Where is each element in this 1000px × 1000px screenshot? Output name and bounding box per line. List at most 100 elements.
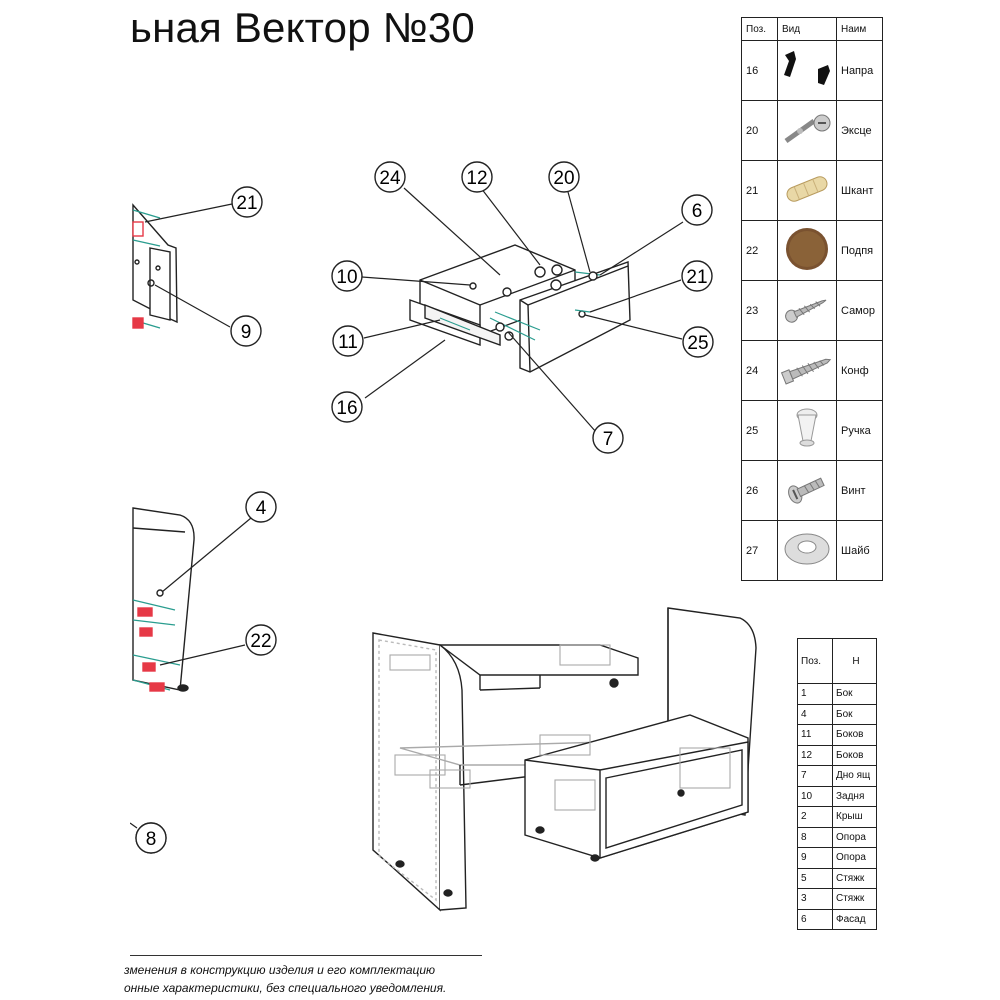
row-name: Эксце	[836, 100, 883, 161]
callout-10: 10	[331, 260, 363, 292]
table-row: 24 Конф	[741, 340, 883, 401]
callout-8-edge: 8	[135, 822, 167, 854]
assembled-table	[372, 607, 757, 912]
row-pos: 6	[797, 908, 833, 930]
confirmat-screw-icon	[777, 340, 837, 401]
svg-text:21: 21	[236, 193, 257, 214]
svg-text:12: 12	[466, 168, 487, 189]
row-name: Ручка	[836, 400, 883, 461]
callout-24: 24	[374, 161, 406, 193]
callout-16: 16	[331, 391, 363, 423]
row-name: Подпя	[836, 220, 883, 281]
row-name: Шайб	[836, 520, 883, 581]
left-crop-edge	[0, 0, 130, 1000]
guide-rail-icon	[777, 40, 837, 101]
svg-text:24: 24	[379, 168, 401, 189]
svg-text:22: 22	[250, 631, 271, 652]
svg-text:7: 7	[603, 429, 614, 450]
wooden-dowel-icon	[777, 160, 837, 221]
callout-6: 6	[681, 194, 713, 226]
callout-12: 12	[461, 161, 493, 193]
callout-leaders	[129, 187, 684, 829]
document-title: ьная Вектор №30	[130, 4, 475, 51]
header-view: Вид	[777, 17, 837, 41]
header-name: Наим	[836, 17, 883, 41]
footnote-divider	[130, 955, 482, 956]
table-row: 16 Напра	[741, 40, 883, 101]
row-pos: 27	[741, 520, 778, 581]
header-name: Н	[832, 638, 877, 684]
row-name: Опора	[832, 847, 877, 869]
callout-21-drawer: 21	[681, 260, 713, 292]
callout-20: 20	[548, 161, 580, 193]
callout-25: 25	[682, 326, 714, 358]
svg-text:4: 4	[256, 498, 267, 519]
row-name: Дно ящ	[832, 765, 877, 787]
callout-22: 22	[245, 624, 277, 656]
row-pos: 20	[741, 100, 778, 161]
row-pos: 2	[797, 806, 833, 828]
row-pos: 26	[741, 460, 778, 521]
row-name: Конф	[836, 340, 883, 401]
row-name: Крыш	[832, 806, 877, 828]
screw-icon	[777, 280, 837, 341]
hardware-table: Поз. Вид Наим 16 Напра 20 Эксце 21 Шкант	[741, 17, 883, 581]
row-name: Шкант	[836, 160, 883, 221]
table-row: 22 Подпя	[741, 220, 883, 281]
callout-9: 9	[230, 315, 262, 347]
bolt-icon	[777, 460, 837, 521]
svg-text:9: 9	[241, 322, 252, 343]
eccentric-coupler-icon	[777, 100, 837, 161]
row-name: Винт	[836, 460, 883, 521]
svg-text:6: 6	[692, 201, 703, 222]
row-pos: 5	[797, 867, 833, 889]
callout-7: 7	[592, 422, 624, 454]
felt-pad-icon	[777, 220, 837, 281]
svg-text:20: 20	[553, 168, 574, 189]
right-crop-edge	[872, 0, 1000, 1000]
row-name: Самор	[836, 280, 883, 341]
svg-text:10: 10	[336, 267, 357, 288]
table-row: 20 Эксце	[741, 100, 883, 161]
footnote-line-1: зменения в конструкцию изделия и его ком…	[124, 963, 436, 977]
row-name: Опора	[832, 826, 877, 848]
svg-text:25: 25	[687, 333, 708, 354]
row-pos: 24	[741, 340, 778, 401]
footnote-line-2: онные характеристики, без специального у…	[124, 981, 447, 995]
row-pos: 10	[797, 785, 833, 807]
row-name: Напра	[836, 40, 883, 101]
washer-icon	[777, 520, 837, 581]
row-pos: 7	[797, 765, 833, 787]
row-name: Бок	[832, 703, 877, 725]
header-pos: Поз.	[797, 638, 833, 684]
row-pos: 8	[797, 826, 833, 848]
row-pos: 16	[741, 40, 778, 101]
row-pos: 1	[797, 683, 833, 705]
svg-text:21: 21	[686, 267, 707, 288]
callout-11: 11	[332, 325, 364, 357]
row-pos: 22	[741, 220, 778, 281]
row-name: Бок	[832, 683, 877, 705]
callout-4: 4	[245, 491, 277, 523]
row-name: Боков	[832, 724, 877, 746]
components-table-header: Поз. Н	[797, 638, 877, 684]
row-pos: 23	[741, 280, 778, 341]
hardware-table-header: Поз. Вид Наим	[741, 17, 883, 41]
left-side-panel-top	[132, 203, 178, 329]
table-row: 21 Шкант	[741, 160, 883, 221]
svg-text:16: 16	[336, 398, 357, 419]
header-pos: Поз.	[741, 17, 778, 41]
drawer-exploded-view	[409, 244, 631, 373]
knob-handle-icon	[777, 400, 837, 461]
